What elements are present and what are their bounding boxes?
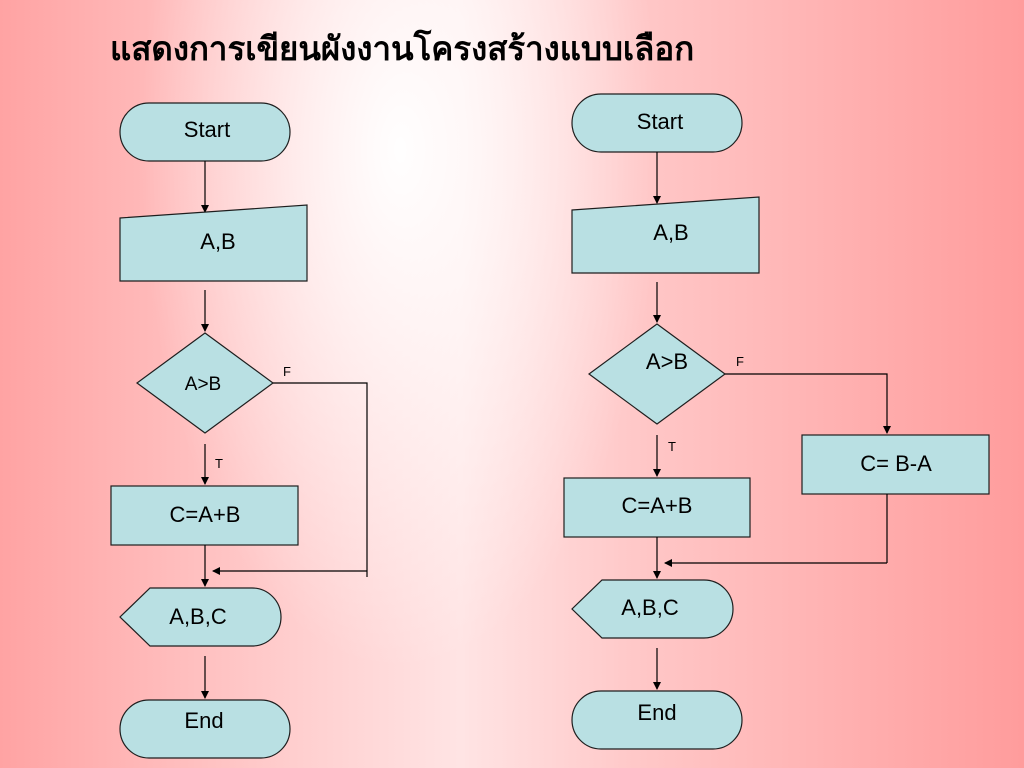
slide-title: แสดงการเขียนผังงานโครงสร้างแบบเลือก	[110, 29, 695, 68]
flowchart-left: Start A,B A>B F T C=A+B A,B,C End	[110, 102, 368, 759]
left-input-parallelogram	[119, 204, 308, 282]
right-true-label: T	[668, 439, 676, 454]
left-false-label: F	[283, 364, 291, 379]
right-input-text: A,B	[653, 220, 688, 245]
left-false-branch-line	[273, 382, 368, 577]
right-input-parallelogram	[571, 196, 760, 274]
right-false-label: F	[736, 354, 744, 369]
left-start-text: Start	[184, 117, 230, 142]
right-false-branch-arrow	[725, 373, 891, 434]
left-input-text: A,B	[200, 229, 235, 254]
left-process-box	[110, 485, 299, 546]
flowchart-right: Start A,B A>B F C= B-A T C=A+B A,B,C End	[563, 93, 990, 750]
right-true-process-box	[563, 477, 751, 538]
left-process-text: C=A+B	[170, 502, 241, 527]
left-true-label: T	[215, 456, 223, 471]
right-decision-text: A>B	[646, 349, 688, 374]
left-output-display	[119, 587, 282, 647]
right-end-terminator	[571, 690, 743, 750]
left-end-terminator	[119, 699, 291, 759]
left-decision-text: A>B	[185, 374, 221, 395]
right-output-display	[571, 579, 734, 639]
left-end-text: End	[184, 708, 223, 733]
left-decision-diamond	[135, 332, 275, 434]
right-end-text: End	[637, 700, 676, 725]
left-output-text: A,B,C	[169, 604, 227, 629]
right-false-process-text: C= B-A	[860, 451, 932, 476]
right-true-process-text: C=A+B	[622, 493, 693, 518]
right-output-text: A,B,C	[621, 595, 679, 620]
right-start-text: Start	[637, 109, 683, 134]
right-decision-diamond	[587, 323, 727, 425]
right-false-process-box	[801, 434, 990, 495]
